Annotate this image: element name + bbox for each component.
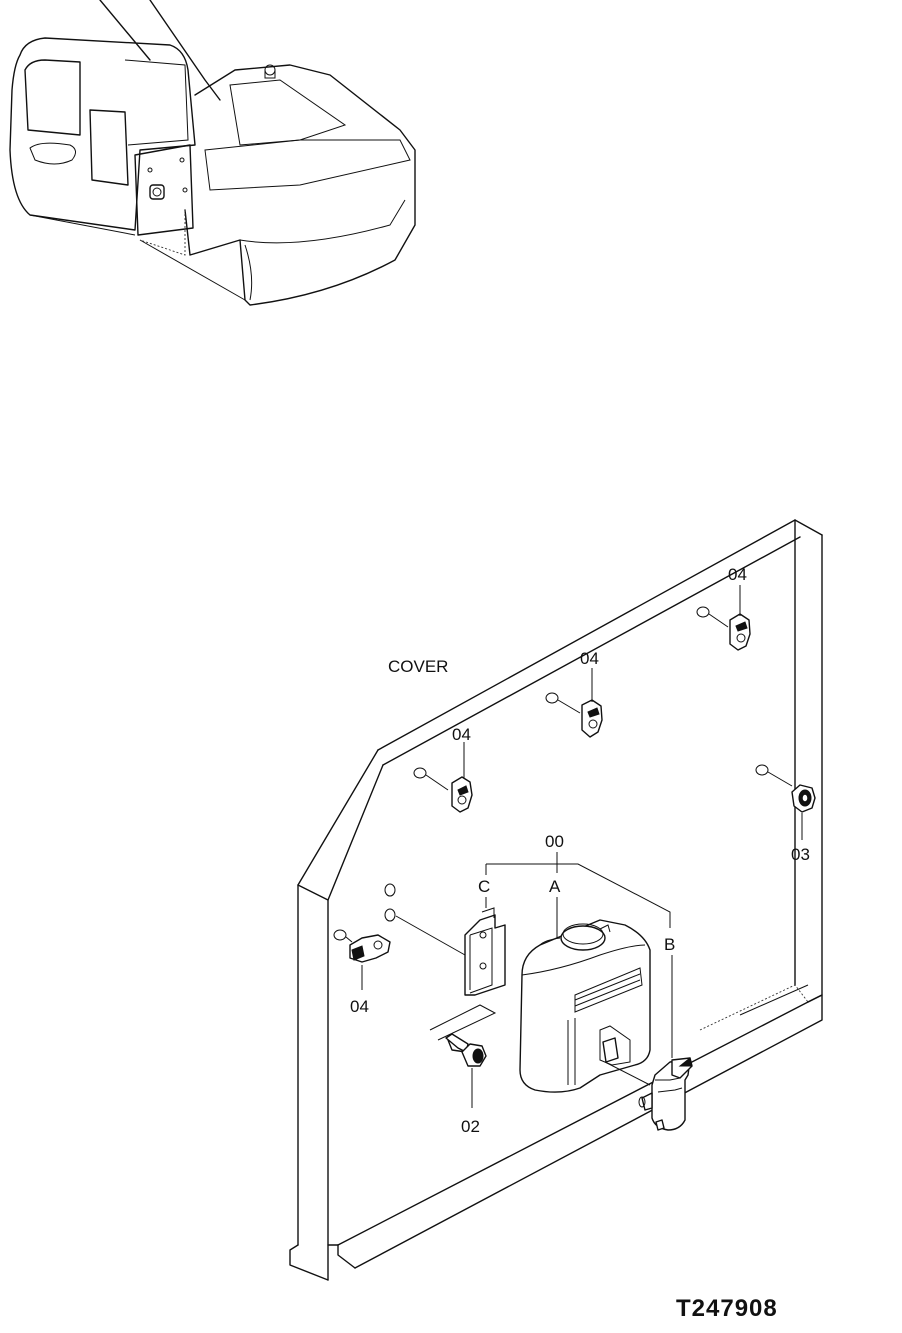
bolt-label: 02	[461, 1117, 480, 1136]
clamp-1-label: 04	[452, 725, 471, 744]
clamp-4	[333, 883, 466, 990]
clamp-3	[696, 585, 751, 651]
grommet	[755, 764, 816, 840]
clamp-4-label: 04	[350, 997, 369, 1016]
clamp-1	[413, 742, 473, 813]
clamp-2-label: 04	[580, 649, 599, 668]
clamp-3-label: 04	[728, 565, 747, 584]
cover-frame	[289, 519, 823, 1281]
motor-label: B	[664, 935, 675, 954]
clamp-2	[545, 668, 603, 738]
bracket	[464, 907, 506, 996]
cover-label: COVER	[388, 657, 448, 676]
tank-label: A	[549, 877, 561, 896]
washer-motor	[638, 1057, 693, 1131]
grommet-label: 03	[791, 845, 810, 864]
excavator-overview	[9, 0, 416, 306]
bracket-label: C	[478, 877, 490, 896]
assembly-label: 00	[545, 832, 564, 851]
bolt	[429, 1004, 497, 1108]
washer-tank	[519, 919, 651, 1093]
figure-id: T247908	[676, 1295, 778, 1322]
